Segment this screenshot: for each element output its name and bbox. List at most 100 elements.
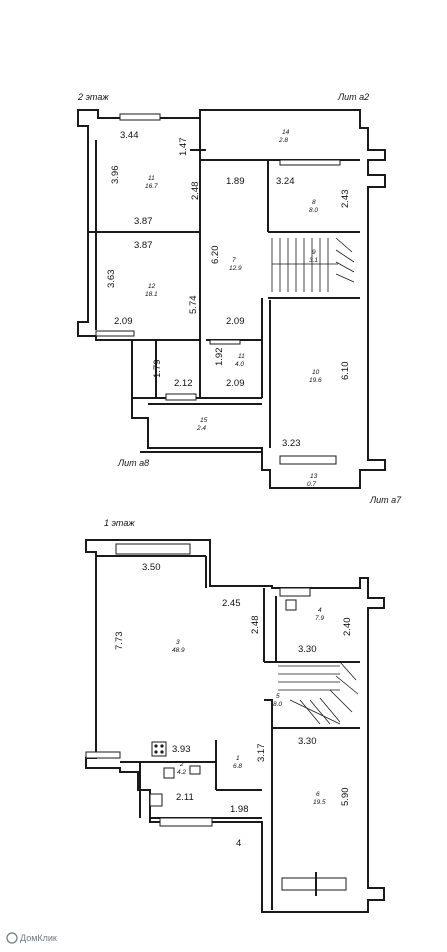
lower-dimensions: 3.50 2.45 7.73 2.48 2.40 3.30 3.93 3.30 … [114,562,353,849]
room-label-1: 16.8 [233,755,242,770]
svg-text:12: 12 [148,283,156,290]
svg-text:4.0: 4.0 [235,361,244,368]
dim: 2.43 [340,190,351,209]
lower-window-2 [279,587,311,597]
room-label-7: 712.9 [229,257,242,272]
boiler-icon [285,599,297,611]
svg-text:9: 9 [312,249,316,256]
svg-text:48.9: 48.9 [172,647,185,654]
room-label-2: 24.2 [177,761,186,776]
dim: 1.47 [178,138,189,157]
svg-text:7.9: 7.9 [315,615,324,622]
dim: 6.20 [210,246,221,265]
dim: 6.10 [340,362,351,381]
dim: 3.93 [172,744,191,755]
toilet-icon [163,767,175,779]
stove-icon [151,741,167,757]
watermark-text: ДомКлик [20,933,57,943]
lower-window-4 [159,817,213,827]
svg-text:0.7: 0.7 [307,481,316,488]
dim: 1.98 [230,804,249,815]
svg-text:14: 14 [282,129,290,136]
dim: 2.45 [222,598,241,609]
dim: 5.90 [340,788,351,807]
watermark-logo-icon [6,932,18,944]
svg-text:7: 7 [232,257,236,264]
svg-text:18.1: 18.1 [145,291,158,298]
room-label-9: 93.1 [309,249,318,264]
dim: 2.11 [176,792,194,803]
lower-room-labels: 348.9 47.9 58.0 24.2 16.8 619.5 [172,607,326,806]
dim: 3.44 [120,130,139,141]
room-label-4: 47.9 [315,607,324,622]
svg-text:8: 8 [312,199,316,206]
dim: 1.89 [226,176,245,187]
watermark: ДомКлик [6,932,57,944]
upper-window-6 [209,339,241,345]
svg-text:10: 10 [312,369,320,376]
dim: 3.63 [106,270,117,289]
dim: 2.09 [114,316,133,327]
room-label-5: 58.0 [273,693,282,708]
lower-window-3 [281,877,347,891]
upper-window-1 [119,113,161,121]
room-label-11b: 114.0 [235,353,245,368]
svg-text:11: 11 [238,353,245,360]
svg-text:2.8: 2.8 [278,137,288,144]
lit-a7-label: Лит а7 [369,495,402,505]
dim: 3.30 [298,644,317,655]
upper-window-2 [279,159,341,166]
room-label-3: 348.9 [172,639,185,654]
upper-floor-title: 2 этаж [77,92,109,102]
room-label-13: 130.7 [307,473,318,488]
upper-staircase [271,237,355,292]
svg-text:8.0: 8.0 [309,207,318,214]
svg-text:11: 11 [148,175,155,182]
dim: 3.24 [276,176,295,187]
dim: 3.17 [256,744,267,763]
svg-text:19.5: 19.5 [313,799,326,806]
lower-staircase [278,661,359,725]
dim: 3.23 [282,438,301,449]
dim: 7.73 [114,632,125,651]
svg-text:3: 3 [176,639,180,646]
svg-text:2.4: 2.4 [196,425,206,432]
svg-text:6: 6 [316,791,320,798]
upper-window-5 [279,455,337,465]
upper-dimensions: 3.44 1.47 3.96 3.87 2.48 1.89 3.24 2.43 … [106,130,351,449]
lower-floor-plan: 1 этаж [85,518,385,913]
svg-text:2: 2 [179,761,184,768]
dim: 3.96 [110,166,121,185]
sink-icon [189,765,201,775]
dim: 2.09 [226,378,245,389]
dim: 3.50 [142,562,161,573]
entrance-mark: 4 [236,838,241,849]
shower-icon [149,793,163,807]
dim: 2.48 [190,182,201,201]
upper-window-4 [165,393,197,401]
dim: 2.40 [342,618,353,637]
upper-window-3 [95,330,135,337]
dim: 5.74 [188,296,199,315]
svg-text:8.0: 8.0 [273,701,282,708]
dim: 1.92 [214,348,225,367]
room-label-8: 88.0 [309,199,318,214]
svg-text:15: 15 [200,417,208,424]
lower-window-5 [85,751,121,759]
lit-a2-label: Лит а2 [337,92,369,102]
room-label-6: 619.5 [313,791,326,806]
dim: 3.30 [298,736,317,747]
svg-text:5: 5 [276,693,280,700]
room-label-14: 142.8 [278,129,290,144]
lower-floor-title: 1 этаж [104,518,135,528]
svg-text:19.6: 19.6 [309,377,322,384]
dim: 2.48 [250,616,261,635]
svg-text:13: 13 [310,473,318,480]
dim: 3.87 [134,216,153,227]
lit-a8-label: Лит а8 [117,458,149,468]
